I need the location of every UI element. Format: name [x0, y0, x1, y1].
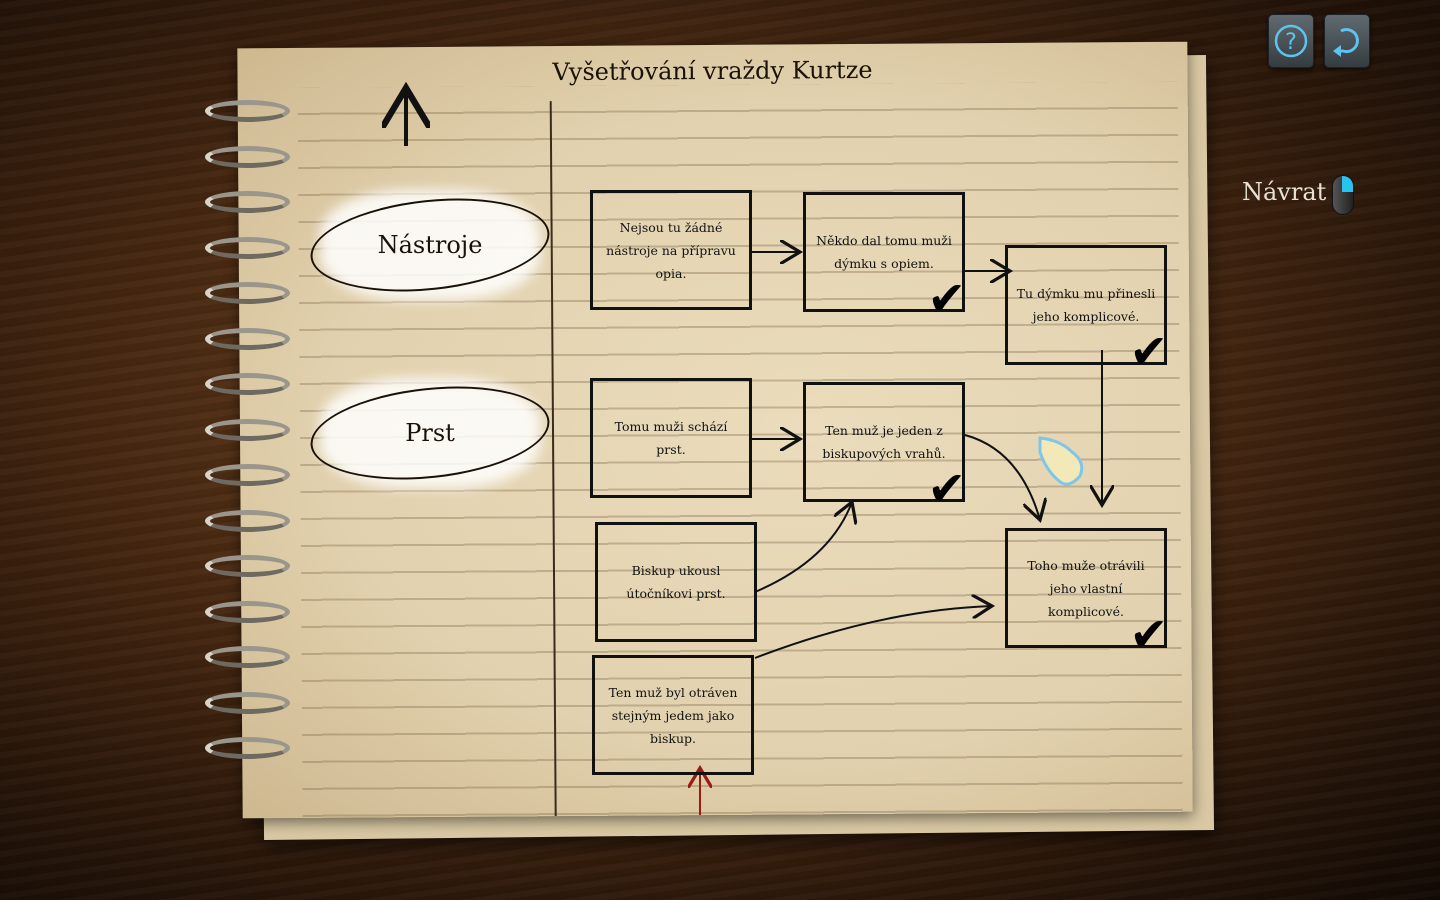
- help-icon: ?: [1274, 24, 1308, 58]
- clue-text: Tomu muži schází prst.: [614, 419, 728, 457]
- clue-text: Toho muže otrávili jeho vlastní komplico…: [1027, 557, 1145, 619]
- clue-card[interactable]: Někdo dal tomu muži dýmku s opiem.✔: [780, 181, 988, 323]
- clue-card[interactable]: Ten muž byl otráven stejným jedem jako b…: [569, 644, 777, 786]
- help-button[interactable]: ?: [1268, 14, 1314, 68]
- spiral-ring: [205, 191, 290, 213]
- clue-text: Ten muž byl otráven stejným jedem jako b…: [608, 684, 738, 746]
- category-label: Nástroje: [377, 231, 483, 259]
- spiral-ring: [205, 327, 290, 350]
- category-nastroje[interactable]: Nástroje: [305, 187, 555, 303]
- spiral-ring: [205, 646, 290, 668]
- spiral-ring: [205, 691, 290, 714]
- spiral-ring: [205, 282, 290, 304]
- spiral-ring: [205, 236, 290, 259]
- clue-card[interactable]: Nejsou tu žádné nástroje na přípravu opi…: [567, 179, 775, 321]
- clue-text: Biskup ukousl útočníkovi prst.: [626, 563, 726, 601]
- category-label: Prst: [405, 419, 455, 447]
- spiral-ring: [205, 555, 290, 577]
- svg-text:?: ?: [1285, 30, 1297, 55]
- back-label: Návrat: [1242, 178, 1327, 206]
- spiral-ring: [205, 600, 290, 623]
- clue-text: Nejsou tu žádné nástroje na přípravu opi…: [606, 219, 736, 281]
- clue-text: Ten muž je jeden z biskupových vrahů.: [822, 423, 946, 461]
- clue-text: Někdo dal tomu muži dýmku s opiem.: [816, 233, 952, 271]
- clue-card[interactable]: Biskup ukousl útočníkovi prst.: [572, 511, 780, 653]
- spiral-ring: [205, 145, 290, 168]
- spiral-ring: [205, 373, 290, 395]
- category-prst[interactable]: Prst: [305, 375, 555, 491]
- spiral-ring: [205, 509, 290, 532]
- clue-text: Tu dýmku mu přinesli jeho komplicové.: [1016, 286, 1156, 324]
- spiral-ring: [205, 737, 290, 759]
- checkmark-icon: ✔: [927, 461, 966, 515]
- checkmark-icon: ✔: [1129, 607, 1168, 661]
- mouse-right-click-icon: [1332, 175, 1354, 215]
- clue-card[interactable]: Toho muže otrávili jeho vlastní komplico…: [982, 517, 1190, 659]
- back-icon: [1333, 28, 1359, 57]
- spiral-ring: [205, 100, 290, 122]
- checkmark-icon: ✔: [1129, 324, 1168, 378]
- checkmark-icon: ✔: [927, 271, 966, 325]
- clue-card[interactable]: Tomu muži schází prst.: [567, 367, 775, 509]
- spiral-ring: [205, 464, 290, 486]
- spiral-ring: [205, 418, 290, 441]
- back-button[interactable]: [1324, 14, 1370, 68]
- clue-card[interactable]: Tu dýmku mu přinesli jeho komplicové.✔: [982, 234, 1190, 376]
- clue-card[interactable]: Ten muž je jeden z biskupových vrahů.✔: [780, 371, 988, 513]
